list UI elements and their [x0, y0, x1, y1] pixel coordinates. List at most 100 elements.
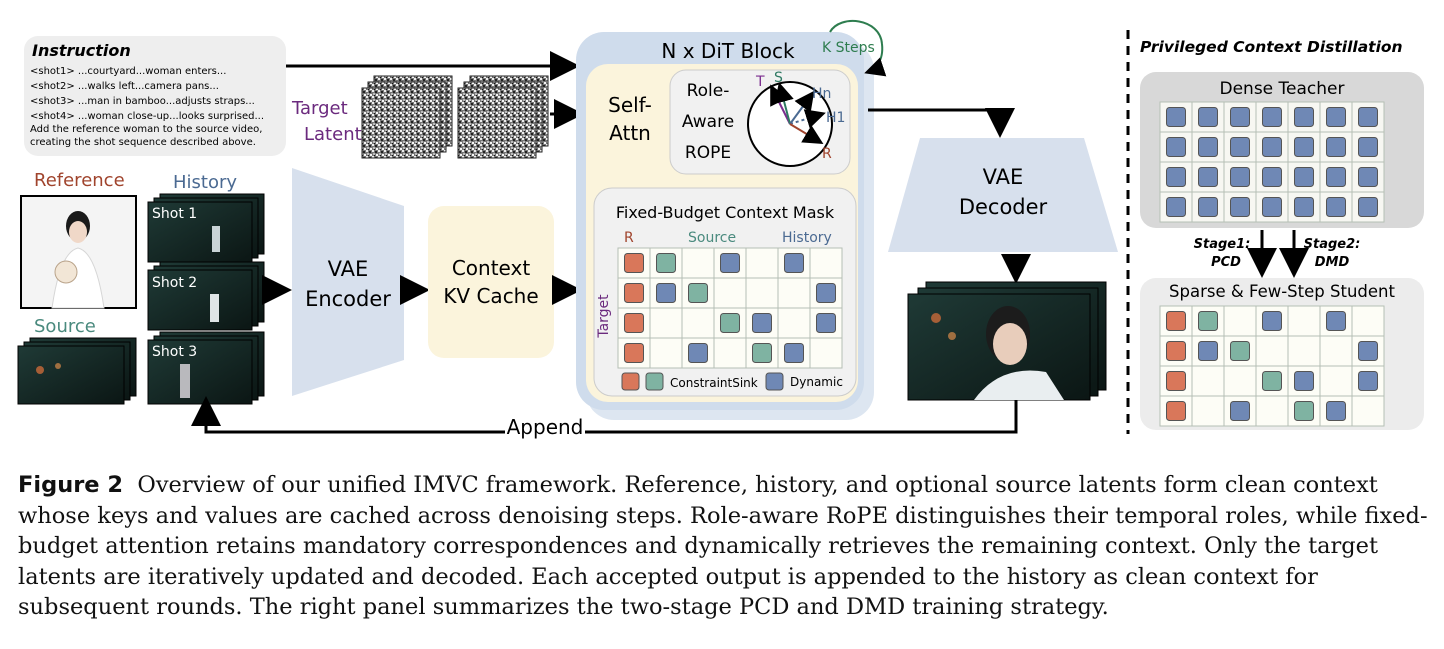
mask-cell — [816, 283, 836, 303]
mask-cell — [1166, 401, 1186, 421]
sparse-student: Sparse & Few-Step Student — [1140, 278, 1424, 430]
mask-cell — [624, 313, 644, 333]
instruction-line: Add the reference woman to the source vi… — [30, 124, 262, 135]
mask-cell — [1294, 401, 1314, 421]
mask-cell — [1230, 341, 1250, 361]
instruction-line: <shot1> ...courtyard...woman enters... — [30, 66, 226, 77]
teacher-cell — [1198, 167, 1218, 187]
teacher-cell — [1230, 107, 1250, 127]
append-arrow — [191, 396, 1018, 434]
vae-decoder: VAE Decoder — [888, 138, 1118, 252]
mask-col-label: Source — [688, 230, 736, 246]
teacher-cell — [1166, 197, 1186, 217]
reference-label: Reference — [34, 170, 125, 191]
teacher-cell — [1358, 137, 1378, 157]
mask-cell — [688, 343, 708, 363]
self-attn-label: Self- — [608, 93, 652, 117]
instruction-title: Instruction — [32, 41, 131, 60]
rope-axis-label: S — [774, 70, 783, 86]
mask-cell — [1358, 371, 1378, 391]
teacher-cell — [1294, 107, 1314, 127]
target-latent-label: Target — [291, 98, 348, 119]
k-steps-label: K Steps — [822, 40, 875, 56]
vae-encoder-label: Encoder — [305, 287, 391, 311]
mask-cell — [784, 343, 804, 363]
mask-cell — [1166, 371, 1186, 391]
framework-figure: Instruction <shot1> ...courtyard...woman… — [17, 19, 1424, 439]
teacher-cell — [1358, 197, 1378, 217]
mask-cell — [1198, 341, 1218, 361]
mask-cell — [1326, 401, 1346, 421]
teacher-cell — [1294, 197, 1314, 217]
mask-cell — [752, 313, 772, 333]
teacher-cell — [1358, 167, 1378, 187]
teacher-cell — [1294, 167, 1314, 187]
mask-cell — [624, 283, 644, 303]
mask-cell — [1198, 311, 1218, 331]
teacher-cell — [1262, 167, 1282, 187]
self-attn-label: Attn — [609, 121, 651, 145]
rope-axis-label: H1 — [826, 110, 845, 126]
teacher-cell — [1230, 137, 1250, 157]
caption-label: Figure 2 — [18, 472, 124, 498]
figure-caption: Figure 2 Overview of our unified IMVC fr… — [18, 470, 1428, 623]
mask-cell — [1230, 401, 1250, 421]
rope-axis-label: Hn — [812, 86, 831, 102]
vae-encoder: VAE Encoder — [292, 168, 404, 396]
teacher-cell — [1166, 167, 1186, 187]
vae-decoder-label: Decoder — [959, 195, 1048, 219]
legend-reference-swatch — [621, 372, 640, 391]
teacher-cell — [1230, 167, 1250, 187]
reference-image — [20, 195, 137, 309]
teacher-cell — [1198, 197, 1218, 217]
mask-cell — [1166, 311, 1186, 331]
context-mask: Fixed-Budget Context Mask R Source Histo… — [593, 187, 857, 397]
mask-cell — [1262, 371, 1282, 391]
legend-constraint: ConstraintSink — [670, 376, 758, 390]
mask-cell — [1294, 371, 1314, 391]
teacher-cell — [1230, 197, 1250, 217]
teacher-cell — [1262, 197, 1282, 217]
rope-axis-label: R — [822, 146, 832, 162]
mask-cell — [1326, 311, 1346, 331]
history-shot-3: Shot 3 — [147, 331, 265, 405]
target-latent-label: Latent — [304, 124, 362, 145]
kv-cache-label: KV Cache — [443, 284, 538, 308]
target-latent-stack — [361, 75, 549, 159]
teacher-cell — [1262, 137, 1282, 157]
instruction-line: <shot4> ...woman close-up...looks surpri… — [30, 111, 264, 122]
teacher-cell — [1262, 107, 1282, 127]
student-label: Sparse & Few-Step Student — [1169, 282, 1395, 301]
mask-cell — [1262, 311, 1282, 331]
history-shot-1: Shot 1 — [147, 193, 265, 263]
mask-cell — [656, 253, 676, 273]
vae-decoder-label: VAE — [983, 165, 1024, 189]
source-label: Source — [34, 316, 96, 337]
teacher-cell — [1326, 107, 1346, 127]
mask-cell — [688, 283, 708, 303]
source-video-stack — [17, 337, 137, 405]
history-label: History — [173, 172, 237, 193]
shot-label: Shot 3 — [152, 344, 197, 360]
mask-cell — [624, 343, 644, 363]
teacher-cell — [1326, 197, 1346, 217]
legend-dynamic: Dynamic — [790, 375, 843, 389]
teacher-cell — [1358, 107, 1378, 127]
teacher-label: Dense Teacher — [1220, 79, 1345, 99]
mask-title: Fixed-Budget Context Mask — [616, 203, 835, 222]
mask-col-label: R — [624, 230, 634, 246]
append-label: Append — [507, 415, 584, 439]
stage2-label: DMD — [1315, 255, 1350, 270]
teacher-cell — [1198, 137, 1218, 157]
mask-cell — [720, 313, 740, 333]
stage1-label: Stage1: — [1194, 237, 1251, 252]
shot-label: Shot 2 — [152, 275, 197, 291]
context-kv-cache: Context KV Cache — [428, 206, 554, 358]
rope-axis-label: T — [755, 74, 765, 90]
pcd-title: Privileged Context Distillation — [1140, 38, 1403, 56]
rope-label: Role- — [687, 81, 730, 101]
instruction-box: Instruction <shot1> ...courtyard...woman… — [24, 36, 286, 156]
teacher-cell — [1166, 137, 1186, 157]
teacher-cell — [1326, 167, 1346, 187]
legend-source-swatch — [645, 372, 664, 391]
